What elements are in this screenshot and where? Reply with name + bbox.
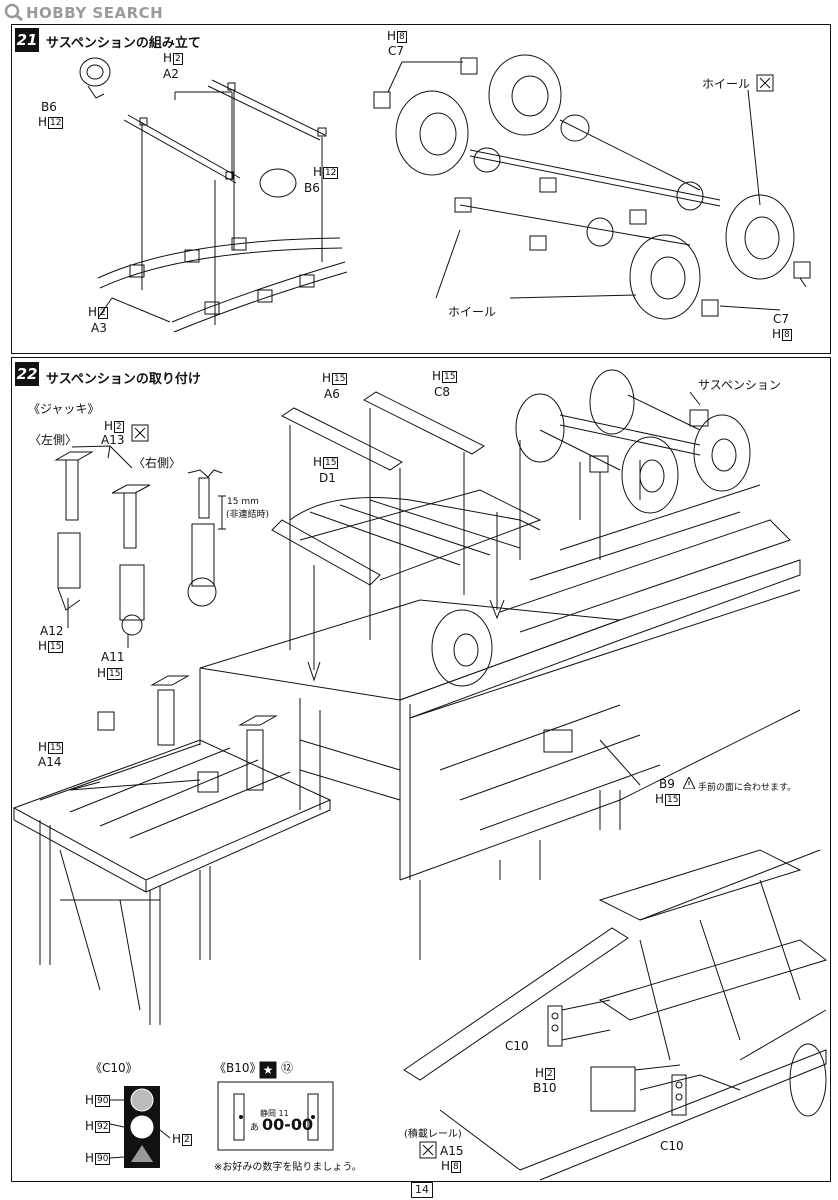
wheel-top-label: ホイール xyxy=(702,77,751,91)
a15-label: A15 xyxy=(440,1144,464,1158)
trailer-chassis xyxy=(12,391,828,1117)
b10-detail xyxy=(217,1081,334,1151)
dim-note-label: (非連結時) xyxy=(226,510,270,520)
a3-label: A3 xyxy=(91,321,107,335)
step22-number: 22 xyxy=(15,362,39,386)
c10-detail xyxy=(109,1086,171,1168)
plate-prefix: あ xyxy=(250,1123,260,1133)
b6-left-label: B6 xyxy=(41,100,57,114)
magnifier-icon xyxy=(4,3,23,21)
right-side-label: 〈右側〉 xyxy=(133,456,182,470)
b9-label: B9 xyxy=(659,777,675,791)
loading-rail xyxy=(403,927,827,1181)
warning-icon xyxy=(683,777,695,789)
b10-note: ※お好みの数字を貼りましょう。 xyxy=(214,1162,362,1173)
step21-frame xyxy=(11,24,831,354)
c7-label: C7 xyxy=(388,44,405,58)
suspension-right-assembly xyxy=(373,54,811,320)
b10-marker: ⑫ xyxy=(281,1061,294,1075)
a14-label: A14 xyxy=(38,755,62,769)
a11-label: A11 xyxy=(101,650,125,664)
b10-detail-title: 《B10》 xyxy=(214,1061,262,1075)
b6-right-label: B6 xyxy=(304,181,320,195)
brand-name: HOBBY SEARCH xyxy=(26,4,164,22)
cement-icon-set xyxy=(131,74,774,1159)
c8-label: C8 xyxy=(434,385,451,399)
step22-title: サスペンションの取り付け xyxy=(46,372,201,387)
c7-bottom-label: C7 xyxy=(773,312,790,326)
plate-top-text: 静岡 11 xyxy=(260,1109,289,1118)
b9-note: 手前の面に合わせます。 xyxy=(698,783,797,793)
brand-logo xyxy=(4,3,24,21)
step21-title: サスペンションの組み立て xyxy=(46,36,201,51)
plate-number: 00-00 xyxy=(262,1115,314,1134)
c10-b-label: C10 xyxy=(660,1139,684,1153)
a13-label: A13 xyxy=(101,433,125,447)
c10-a-label: C10 xyxy=(505,1039,529,1053)
c10-detail-title: 《C10》 xyxy=(90,1061,138,1075)
jack-label: 《ジャッキ》 xyxy=(28,402,100,416)
wheel-bottom-label: ホイール xyxy=(448,305,497,319)
suspension-installed xyxy=(515,369,751,514)
d1-label: D1 xyxy=(319,471,336,485)
suspension-left-assembly xyxy=(79,57,348,333)
star-icon: ★ xyxy=(262,1063,274,1077)
dim-label: 15 mm xyxy=(227,497,259,507)
page-number: 14 xyxy=(411,1182,433,1198)
rail-label: (積載レール) xyxy=(404,1129,462,1140)
jack-parts xyxy=(54,445,226,648)
step22-frame xyxy=(11,357,831,1182)
a2-label: A2 xyxy=(163,67,179,81)
tail-light-parts xyxy=(547,999,687,1116)
a6-label: A6 xyxy=(324,387,340,401)
suspension-label: サスペンション xyxy=(698,378,781,392)
b10-label: B10 xyxy=(533,1081,557,1095)
left-side-label: 〈左側〉 xyxy=(29,433,78,447)
a12-label: A12 xyxy=(40,624,64,638)
step21-number: 21 xyxy=(15,28,39,52)
